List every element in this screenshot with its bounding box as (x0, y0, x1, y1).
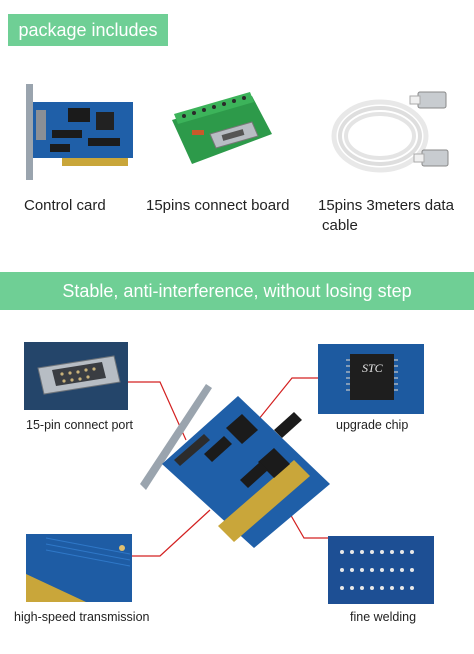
data-cable-image (322, 84, 454, 184)
connect-board-caption: 15pins connect board (146, 197, 290, 214)
connect-board-image (166, 90, 276, 172)
fine-welding-caption: fine welding (350, 610, 417, 624)
control-card-closeup (134, 372, 334, 552)
connect-port-thumbnail (24, 342, 128, 410)
high-speed-thumbnail (26, 534, 132, 602)
control-card-caption: Control card (24, 197, 106, 214)
connect-port-caption: 15-pin connect port (26, 418, 134, 432)
upgrade-chip-caption: upgrade chip (336, 418, 409, 432)
data-cable-caption-line2: cable (322, 217, 358, 234)
control-card-image (22, 82, 137, 184)
feature-banner: Stable, anti-interference, without losin… (0, 272, 474, 310)
package-includes-header: package includes (8, 14, 168, 46)
upgrade-chip-thumbnail: STC (318, 344, 424, 414)
fine-welding-thumbnail (328, 536, 434, 604)
chip-logo-text: STC (362, 361, 384, 375)
high-speed-caption: high-speed transmission (14, 610, 150, 624)
data-cable-caption-line1: 15pins 3meters data (318, 197, 454, 214)
